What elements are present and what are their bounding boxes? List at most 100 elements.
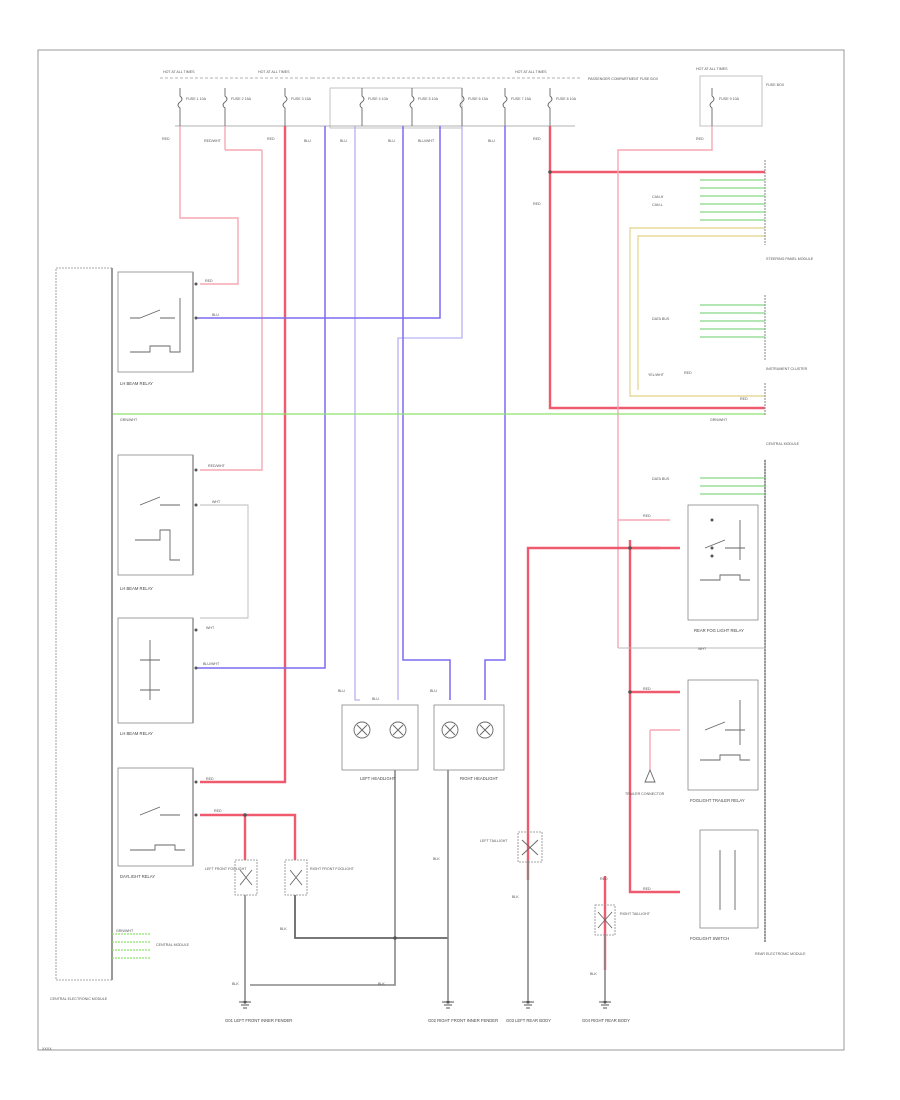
svg-text:BLK: BLK: [378, 982, 385, 986]
svg-text:RED: RED: [206, 777, 214, 781]
svg-text:BLK: BLK: [512, 895, 519, 899]
svg-text:LEFT FRONT FOGLIGHT: LEFT FRONT FOGLIGHT: [205, 867, 247, 871]
svg-text:DAYLIGHT RELAY: DAYLIGHT RELAY: [120, 874, 155, 879]
fuse-f2: FUSE 2 15A: [222, 88, 252, 126]
lh-beam-relay-3: LH BEAM RELAY: [117, 617, 198, 736]
wires: RED RED RED/WHT RED/WHT RED RED BLU BLU/…: [112, 126, 765, 1000]
svg-text:RIGHT HEADLIGHT: RIGHT HEADLIGHT: [460, 776, 499, 781]
fuse-box-title: PASSENGER COMPARTMENT FUSE BOX: [588, 77, 659, 81]
fuse-header-2: HOT AT ALL TIMES: [258, 70, 290, 74]
svg-text:FUSE 5 10A: FUSE 5 10A: [418, 97, 439, 101]
instrument-cluster: DATA BUS INSTRUMENT CLUSTER: [652, 295, 808, 371]
svg-text:CAN-L: CAN-L: [652, 203, 663, 207]
lh-beam-relay-2: LH BEAM RELAY: [117, 454, 198, 591]
svg-text:FUSE 7 15A: FUSE 7 15A: [511, 97, 532, 101]
svg-text:FUSE 3 15A: FUSE 3 15A: [291, 97, 312, 101]
svg-text:TRAILER CONNECTOR: TRAILER CONNECTOR: [625, 792, 665, 796]
fuse-f1: FUSE 1 10A: [177, 88, 207, 126]
svg-text:FUSE 2 15A: FUSE 2 15A: [231, 97, 252, 101]
svg-text:FOGLIGHT SWITCH: FOGLIGHT SWITCH: [690, 936, 729, 941]
trailer-connector: TRAILER CONNECTOR: [625, 768, 665, 796]
svg-text:BLU/WHT: BLU/WHT: [418, 139, 435, 143]
svg-text:WHT: WHT: [212, 500, 221, 504]
svg-text:YEL/WHT: YEL/WHT: [648, 373, 665, 377]
svg-text:FOGLIGHT TRAILER RELAY: FOGLIGHT TRAILER RELAY: [690, 798, 745, 803]
svg-text:RED: RED: [643, 887, 651, 891]
right-headlight: BLU RIGHT HEADLIGHT: [430, 689, 505, 781]
svg-text:CENTRAL ELECTRONIC MODULE: CENTRAL ELECTRONIC MODULE: [50, 997, 108, 1001]
fuse-f4: FUSE 4 10A: [359, 88, 389, 126]
svg-text:BLU: BLU: [338, 689, 345, 693]
right-front-foglight: RIGHT FRONT FOGLIGHT: [284, 859, 355, 896]
svg-text:RED: RED: [267, 137, 275, 141]
svg-text:DATA BUS: DATA BUS: [652, 317, 670, 321]
svg-text:BLU: BLU: [388, 139, 395, 143]
svg-text:RED: RED: [162, 137, 170, 141]
svg-text:FUSE 6 15A: FUSE 6 15A: [468, 97, 489, 101]
svg-text:BLK: BLK: [280, 927, 287, 931]
svg-text:BLU: BLU: [372, 697, 379, 701]
svg-text:BLU: BLU: [488, 139, 495, 143]
svg-text:G04 RIGHT REAR BODY: G04 RIGHT REAR BODY: [582, 1018, 630, 1023]
fuse-f7: FUSE 7 15A: [502, 88, 532, 126]
rear-electronic-module: DATA BUS REAR ELECTRONIC MODULE: [652, 459, 806, 956]
fuse-f9: FUSE 9 10A: [709, 88, 740, 126]
svg-text:BLK: BLK: [433, 857, 440, 861]
foglight-switch: FOGLIGHT SWITCH: [690, 829, 759, 941]
svg-text:CENTRAL MODULE: CENTRAL MODULE: [766, 442, 800, 446]
fuse-header-1: HOT AT ALL TIMES: [163, 70, 195, 74]
svg-text:RED/WHT: RED/WHT: [204, 139, 222, 143]
daylight-relay: DAYLIGHT RELAY: [117, 767, 198, 879]
svg-text:G02 RIGHT FRONT INNER FENDER: G02 RIGHT FRONT INNER FENDER: [428, 1018, 498, 1023]
svg-text:RED: RED: [643, 514, 651, 518]
rear-fog-relay: WHT REAR FOG LIGHT RELAY: [618, 504, 765, 651]
svg-text:G01 LEFT FRONT INNER FENDER: G01 LEFT FRONT INNER FENDER: [225, 1018, 292, 1023]
svg-text:BLK: BLK: [590, 972, 597, 976]
central-module-connector: GRN/WHT CENTRAL MODULE: [112, 929, 190, 959]
svg-text:DATA BUS: DATA BUS: [652, 477, 670, 481]
svg-text:FUSE 1 10A: FUSE 1 10A: [186, 97, 207, 101]
ground-g2: G02 RIGHT FRONT INNER FENDER: [428, 1000, 498, 1023]
ground-g3: G03 LEFT REAR BODY: [506, 1000, 551, 1023]
svg-text:FUSE 8 10A: FUSE 8 10A: [556, 97, 577, 101]
central-electronic-module: CENTRAL ELECTRONIC MODULE: [50, 267, 113, 1001]
svg-text:LEFT TAILLIGHT: LEFT TAILLIGHT: [480, 839, 508, 843]
fuse-f5: FUSE 5 10A: [409, 88, 439, 126]
svg-text:REAR ELECTRONIC MODULE: REAR ELECTRONIC MODULE: [755, 952, 806, 956]
fuse-header-4: HOT AT ALL TIMES: [696, 67, 728, 71]
svg-text:RIGHT TAILLIGHT: RIGHT TAILLIGHT: [620, 912, 651, 916]
ground-g4: G04 RIGHT REAR BODY: [582, 1000, 630, 1023]
svg-text:BLU: BLU: [430, 689, 437, 693]
svg-text:RED: RED: [533, 202, 541, 206]
svg-text:RED: RED: [684, 371, 692, 375]
fuse-block: HOT AT ALL TIMES HOT AT ALL TIMES HOT AT…: [160, 67, 785, 129]
svg-text:RED/WHT: RED/WHT: [208, 464, 226, 468]
svg-text:RED: RED: [214, 809, 222, 813]
svg-text:FUSE 9 10A: FUSE 9 10A: [719, 97, 740, 101]
fuse-f8: FUSE 8 10A: [547, 88, 577, 126]
foglight-trailer-relay: FOGLIGHT TRAILER RELAY: [687, 679, 759, 803]
ground-g1: G01 LEFT FRONT INNER FENDER: [225, 1000, 292, 1023]
diagram-frame: [37, 49, 845, 1051]
junction-dots: [243, 170, 714, 940]
svg-text:GRN/WHT: GRN/WHT: [116, 929, 134, 933]
svg-text:WHT: WHT: [698, 647, 707, 651]
fuse-f6: FUSE 6 15A: [459, 88, 489, 126]
svg-text:FUSE 4 10A: FUSE 4 10A: [368, 97, 389, 101]
svg-text:WHT: WHT: [206, 626, 215, 630]
svg-text:CAN-H: CAN-H: [652, 195, 664, 199]
svg-text:RED: RED: [600, 877, 608, 881]
left-headlight: BLU BLU LEFT HEADLIGHT: [338, 689, 419, 781]
left-taillight: LEFT TAILLIGHT: [480, 831, 543, 863]
svg-text:CENTRAL MODULE: CENTRAL MODULE: [156, 943, 190, 947]
svg-text:RED: RED: [696, 137, 704, 141]
footer-code: XXXX: [42, 1047, 52, 1051]
svg-text:RED: RED: [643, 687, 651, 691]
svg-text:LH BEAM RELAY: LH BEAM RELAY: [120, 731, 153, 736]
svg-text:BLK: BLK: [232, 982, 239, 986]
fuse-f3: FUSE 3 15A: [282, 88, 312, 126]
svg-text:LH BEAM RELAY: LH BEAM RELAY: [120, 586, 153, 591]
svg-text:BLU: BLU: [212, 313, 219, 317]
left-front-foglight: LEFT FRONT FOGLIGHT: [205, 859, 258, 896]
